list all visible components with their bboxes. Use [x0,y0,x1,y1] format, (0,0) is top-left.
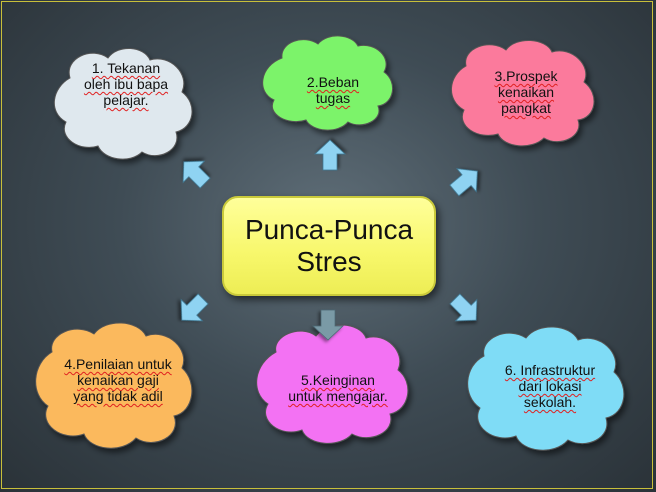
cause-2-text: 2.Beban tugas [306,74,360,106]
cloud-cause-2 [262,35,393,131]
arrow-to-cause-2 [313,139,347,171]
central-topic-box: Punca-Punca Stres [222,196,436,296]
arrow-to-cause-5 [311,309,345,341]
arrow-to-cause-4 [180,293,209,322]
cloud-cause-6 [467,326,625,451]
cloud-cause-3 [451,40,595,147]
cloud-cause-4 [35,322,193,449]
cause-5-text: 5.Keinginan untuk mengajar. [288,372,388,404]
cause-6-text: 6. Infrastruktur dari lokasi sekolah. [504,362,596,410]
cause-1-text: 1. Tekanan oleh ibu bapa pelajar. [83,60,169,108]
cloud-cause-1 [53,48,193,160]
central-topic-title: Punca-Punca Stres [244,214,414,277]
arrow-to-cause-6 [449,293,478,322]
cause-3-text: 3.Prospek kenaikan pangkat [494,68,558,116]
arrow-to-cause-3 [449,168,478,197]
cause-4-text: 4.Penilaian untuk kenaikan gaji yang tid… [64,356,172,404]
arrow-to-cause-1 [182,160,211,189]
